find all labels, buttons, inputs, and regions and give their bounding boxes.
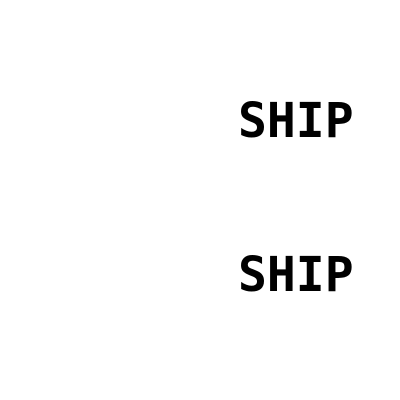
ship-label-bottom: SHIP	[238, 247, 354, 303]
ship-label-top: SHIP	[238, 93, 354, 149]
